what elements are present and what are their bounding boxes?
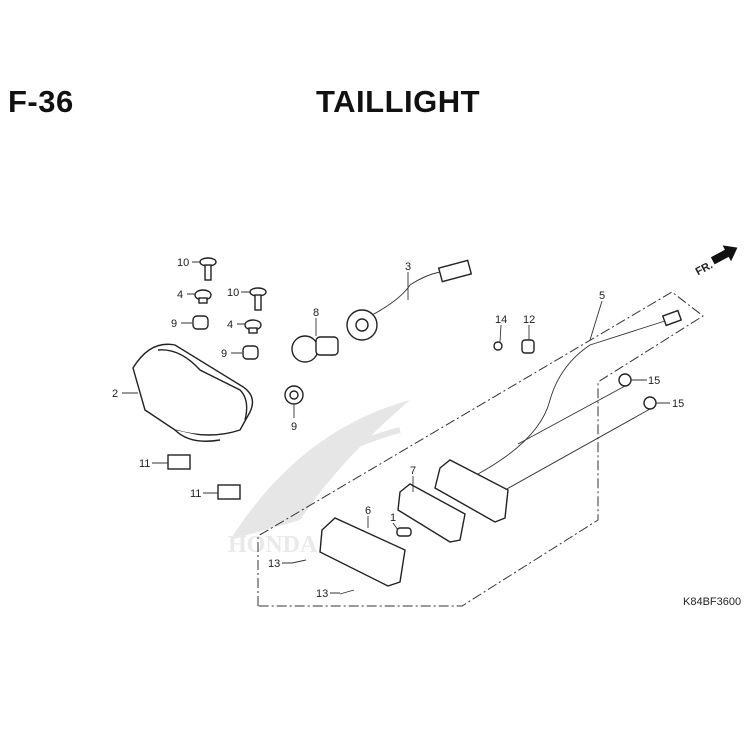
collar — [194, 289, 212, 304]
callout-4: 4 — [227, 319, 233, 331]
bolt — [199, 257, 217, 281]
gasket — [397, 483, 466, 543]
callout-15: 15 — [672, 398, 684, 410]
callout-9: 9 — [171, 318, 177, 330]
fr-label: FR. — [694, 259, 715, 278]
callout-11: 11 — [190, 488, 201, 500]
harness — [477, 319, 669, 475]
callout-14: 14 — [495, 314, 507, 326]
nut — [643, 396, 657, 410]
callout-3: 3 — [405, 261, 411, 273]
callout-12: 12 — [523, 314, 535, 326]
arrow-icon — [710, 245, 738, 265]
clip-nut — [167, 454, 191, 470]
nut — [618, 373, 632, 387]
front-direction-indicator: FR. — [694, 245, 738, 278]
callout-10: 10 — [177, 257, 189, 269]
grommet — [192, 315, 209, 330]
assembly-outline — [257, 291, 704, 607]
wedge-bulb — [396, 527, 412, 537]
callout-7: 7 — [410, 465, 416, 477]
section-code: F-36 — [8, 84, 74, 119]
callout-5: 5 — [599, 290, 605, 302]
callout-13: 13 — [316, 588, 328, 600]
socket-wire — [346, 259, 473, 341]
bulb — [291, 335, 339, 363]
diagram-code: K84BF3600 — [683, 596, 741, 608]
callout-1: 1 — [390, 512, 396, 524]
callout-9: 9 — [221, 348, 227, 360]
callout-9: 9 — [291, 421, 297, 433]
callout-6: 6 — [365, 505, 371, 517]
watermark-text: HONDA — [228, 532, 318, 558]
grommet — [242, 345, 259, 360]
callout-15: 15 — [648, 375, 660, 387]
light-base — [434, 459, 509, 523]
callout-4: 4 — [177, 289, 183, 301]
taillight-housing — [132, 343, 254, 442]
page-title: TAILLIGHT — [316, 84, 481, 119]
lens — [319, 517, 406, 587]
nut — [521, 339, 535, 354]
callout-10: 10 — [227, 287, 239, 299]
callout-11: 11 — [139, 458, 150, 470]
callout-13: 13 — [268, 558, 280, 570]
callout-2: 2 — [112, 388, 118, 400]
collar — [244, 319, 262, 334]
screw — [493, 341, 503, 351]
honda-wing-watermark: HONDA — [228, 400, 410, 558]
callout-8: 8 — [313, 307, 319, 319]
bolt — [249, 287, 267, 311]
clip-nut — [217, 484, 241, 500]
